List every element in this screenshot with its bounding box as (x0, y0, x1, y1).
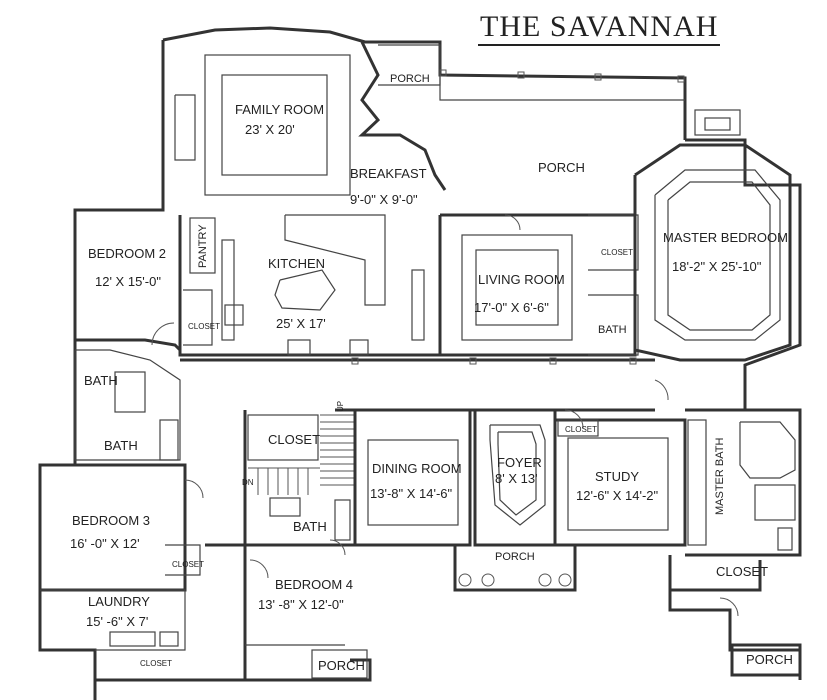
door-swings (151, 214, 739, 617)
closet-br-label: CLOSET (716, 564, 769, 579)
study-size: 12'-6" X 14'-2" (576, 488, 659, 503)
kitchen-name: KITCHEN (268, 256, 326, 271)
bedroom3-size: 16' -0" X 12' (70, 536, 140, 551)
plan-title: THE SAVANNAH (478, 10, 721, 46)
closet-bed3-label: CLOSET (172, 560, 205, 569)
bedroom2-size: 12' X 15'-0" (95, 274, 161, 289)
breakfast-size: 9'-0" X 9'-0" (350, 192, 418, 207)
breakfast-name: BREAKFAST (350, 166, 427, 181)
laundry-size: 15' -6" X 7' (86, 614, 149, 629)
bedroom4-size: 13' -8" X 12'-0" (258, 597, 344, 612)
bath-bed4-label: BATH (293, 519, 327, 534)
porch-br-label: PORCH (746, 652, 793, 667)
pantry-label: PANTRY (197, 224, 209, 268)
living-room-name: LIVING ROOM (478, 272, 565, 287)
closet-bed2-label: CLOSET (188, 322, 221, 331)
master-bedroom-size: 18'-2" X 25'-10" (672, 259, 762, 274)
study-name: STUDY (595, 469, 640, 484)
closet-stair-label: CLOSET (268, 432, 321, 447)
stairs (248, 414, 355, 495)
stair-down-label: DN (242, 478, 254, 487)
foyer-name: FOYER (497, 455, 542, 470)
porch-top-label: PORCH (390, 73, 430, 85)
bedroom2-name: BEDROOM 2 (88, 246, 167, 261)
interior-walls (40, 41, 802, 680)
family-room-size: 23' X 20' (245, 122, 295, 137)
bedroom3-name: BEDROOM 3 (72, 513, 151, 528)
master-bedroom-name: MASTER BEDROOM (663, 230, 788, 245)
dining-room-size: 13'-8" X 14'-6" (370, 486, 453, 501)
closet-laundry-label: CLOSET (140, 659, 173, 668)
bedroom4-name: BEDROOM 4 (275, 577, 354, 592)
kitchen-size: 25' X 17' (276, 316, 326, 331)
foyer-size: 8' X 13' (495, 471, 538, 486)
bath-bed3-label: BATH (104, 438, 138, 453)
porch-main-label: PORCH (538, 160, 585, 175)
family-room-name: FAMILY ROOM (235, 102, 325, 117)
master-bath-label: MASTER BATH (714, 437, 726, 515)
stair-up-label: UP (336, 400, 345, 412)
porch-front-label: PORCH (495, 551, 535, 563)
porch-bed4-label: PORCH (318, 658, 365, 673)
outer-walls (38, 26, 802, 700)
closet-study-label: CLOSET (565, 425, 598, 434)
bath-bed2-label: BATH (84, 373, 118, 388)
bath-master-label: BATH (598, 324, 627, 336)
dining-room-name: DINING ROOM (372, 461, 462, 476)
laundry-name: LAUNDRY (88, 594, 150, 609)
closet-master-label: CLOSET (601, 248, 634, 257)
living-room-size: 17'-0" X 6'-6" (474, 300, 549, 315)
